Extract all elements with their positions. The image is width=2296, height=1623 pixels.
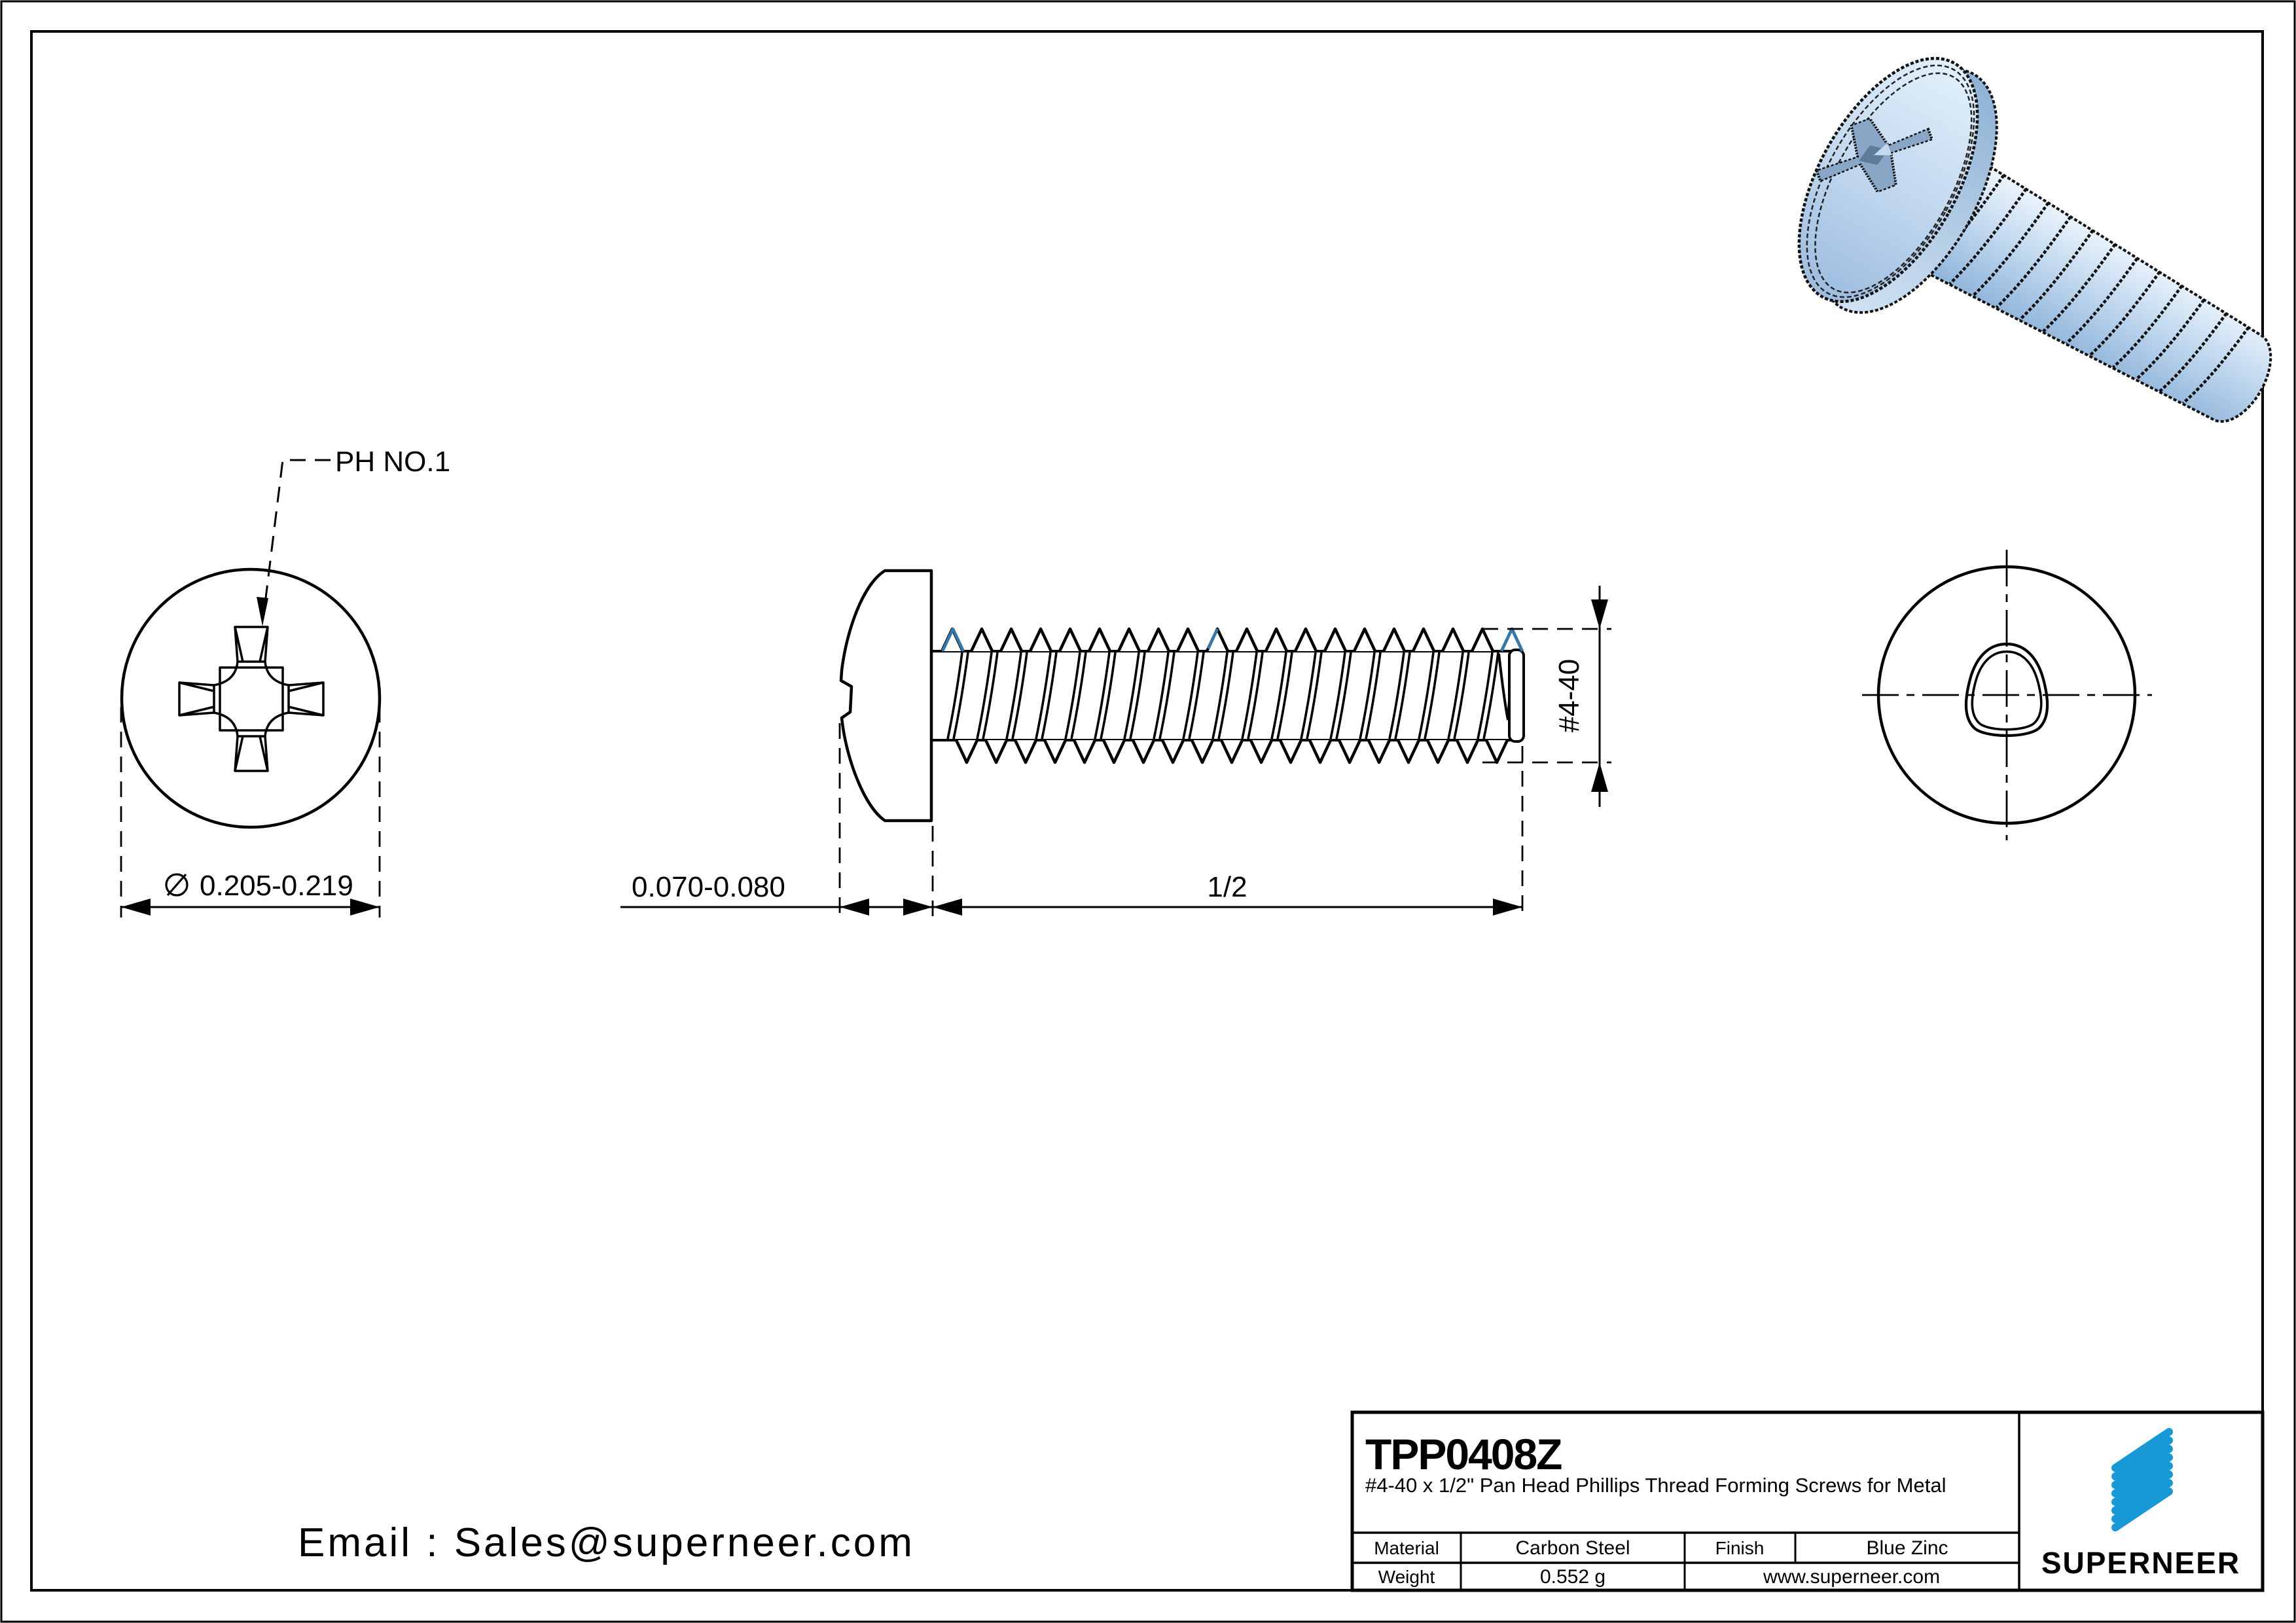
head-dia-dim: 0.205-0.219 — [200, 870, 353, 902]
frame-border — [30, 30, 2264, 1592]
trilobe-outer — [1964, 642, 2049, 738]
length-dim: 1/2 — [1207, 871, 1247, 903]
phillips-recess — [178, 626, 325, 772]
head-outline — [120, 567, 382, 829]
finish-label: Finish — [1715, 1538, 1765, 1558]
finish-value: Blue Zinc — [1866, 1537, 1948, 1559]
title-block: TPP0408Z #4-40 x 1/2" Pan Head Phillips … — [1350, 1410, 2265, 1592]
thread-size-dimension: #4-40 — [1482, 586, 1611, 807]
front-view: PH NO.1 0.205-0.219 — [120, 446, 450, 918]
back-view — [1862, 550, 2152, 840]
email-text: Email : Sales@superneer.com — [298, 1520, 915, 1565]
weight-value: 0.552 g — [1540, 1566, 1605, 1588]
thread-dim: #4-40 — [1553, 659, 1585, 733]
ph-leader — [257, 459, 331, 626]
material-label: Material — [1374, 1538, 1439, 1558]
title-block-border — [1350, 1410, 2265, 1592]
diameter-symbol-icon — [165, 873, 188, 897]
side-view: 0.070-0.080 1/2 #4-40 — [620, 569, 1611, 918]
screw-3d-render — [1797, 56, 2272, 423]
leader-arrow-icon — [257, 597, 268, 626]
part-number: TPP0408Z — [1365, 1430, 1562, 1478]
phillips-recess-3d — [1815, 117, 1934, 193]
website-link[interactable]: www.superneer.com — [1763, 1566, 1940, 1588]
head-profile — [839, 569, 933, 823]
length-dimensions: 0.070-0.080 1/2 — [620, 723, 1524, 918]
superneer-logo-icon — [2111, 1428, 2173, 1531]
ph-label: PH NO.1 — [335, 446, 450, 478]
head-dia-dimension: 0.205-0.219 — [120, 707, 381, 918]
trilobe-inner — [1971, 650, 2043, 731]
screw-tip — [1508, 649, 1525, 743]
material-value: Carbon Steel — [1515, 1537, 1630, 1559]
brand-wordmark: SUPERNEER — [2041, 1546, 2240, 1580]
part-description: #4-40 x 1/2" Pan Head Phillips Thread Fo… — [1365, 1474, 1946, 1497]
weight-label: Weight — [1378, 1567, 1435, 1587]
head-back-outline — [1876, 565, 2137, 825]
head-height-dim: 0.070-0.080 — [632, 871, 785, 903]
